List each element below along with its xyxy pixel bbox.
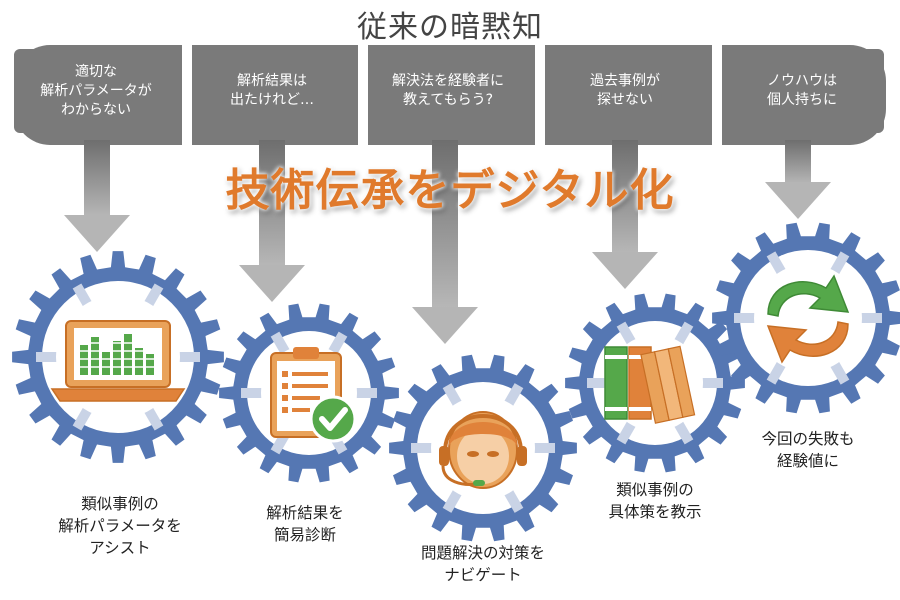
problem-divider	[712, 45, 722, 145]
solution-caption-4: 類似事例の 具体策を教示	[608, 481, 702, 521]
problem-box-3: 解決法を経験者に 教えてもらう?	[366, 49, 530, 133]
diagram-title: 従来の暗黙知	[357, 10, 543, 45]
problem-box-1: 適切な 解析パラメータが わからない	[14, 49, 178, 133]
solution-caption-2: 解析結果を 簡易診断	[266, 504, 344, 544]
down-arrow-3	[412, 140, 478, 344]
down-arrow-4	[592, 140, 658, 289]
problem-divider	[535, 45, 545, 145]
books-icon	[604, 345, 696, 424]
down-arrow-1	[64, 140, 130, 252]
laptop-chart-icon	[50, 320, 186, 402]
down-arrow-5	[765, 140, 831, 219]
problem-box-2: 解析結果は 出たけれど…	[190, 49, 354, 133]
problem-divider	[182, 45, 192, 145]
solution-caption-3: 問題解決の対策を ナビゲート	[420, 544, 545, 584]
problem-divider	[358, 45, 368, 145]
headline: 技術伝承をデジタル化	[225, 165, 675, 216]
down-arrow-2	[239, 140, 305, 302]
solution-caption-1: 類似事例の 解析パラメータを アシスト	[58, 495, 182, 557]
operator-headset-icon	[439, 411, 527, 489]
problem-box-5: ノウハウは 個人持ちに	[720, 49, 884, 133]
clipboard-check-icon	[270, 347, 357, 443]
solution-caption-5: 今回の失敗も 経験値に	[761, 430, 855, 470]
recycle-arrows-icon	[766, 274, 850, 364]
problem-box-4: 過去事例が 探せない	[543, 49, 707, 133]
